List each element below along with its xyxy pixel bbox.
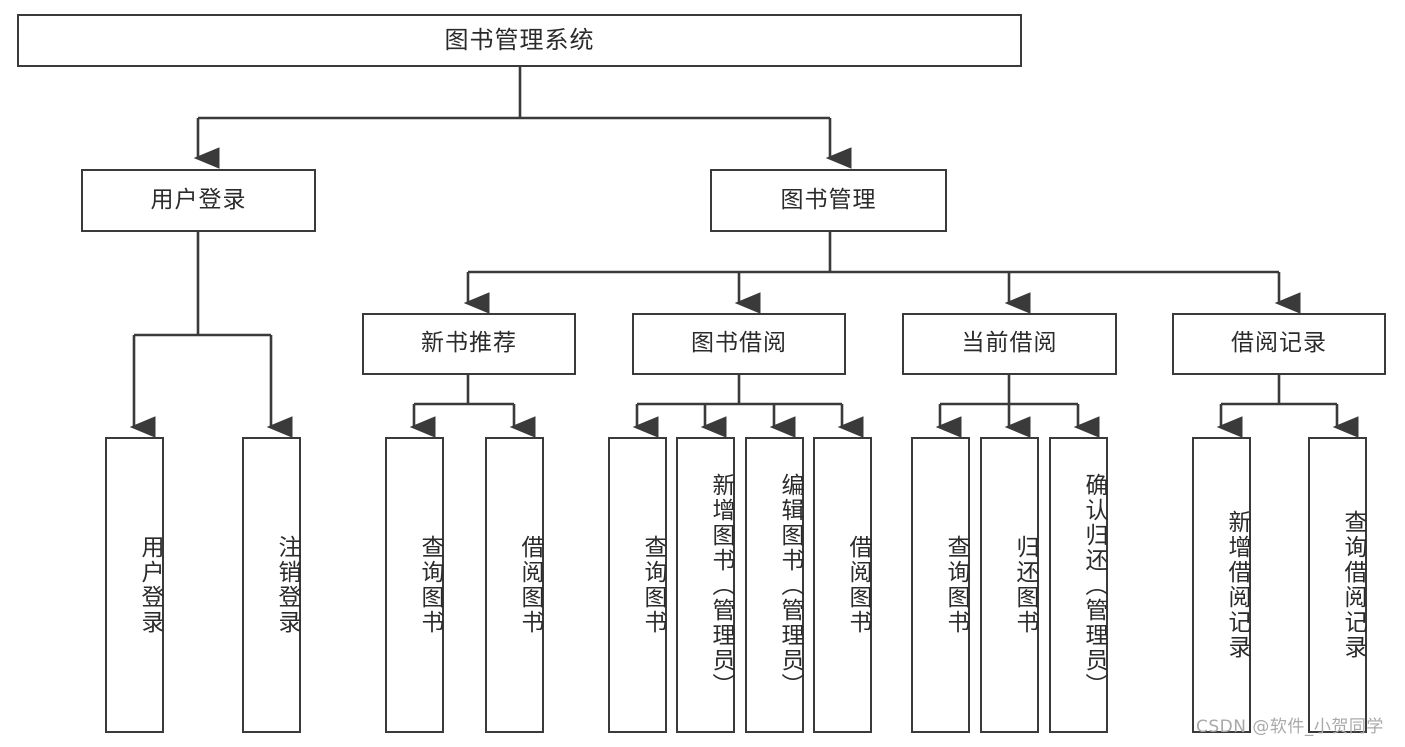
node-label: 借阅记录: [1231, 330, 1327, 357]
node-label: 借阅图书: [517, 535, 543, 635]
node-label: 用户登录: [150, 186, 247, 213]
node-label: 注销登录: [274, 535, 300, 635]
leaf-borrow-add-book-admin[interactable]: 新增图书（管理员）: [676, 437, 735, 733]
node-label: 图书管理系统: [444, 26, 595, 55]
node-label: 新书推荐: [421, 330, 517, 357]
node-label: 用户登录: [137, 535, 163, 635]
leaf-current-query-book[interactable]: 查询图书: [911, 437, 970, 733]
leaf-current-return-book[interactable]: 归还图书: [980, 437, 1039, 733]
leaf-borrow-query-book[interactable]: 查询图书: [608, 437, 667, 733]
node-label: 新增图书（管理员）: [708, 472, 734, 698]
node-label: 归还图书: [1012, 535, 1038, 635]
leaf-borrow-borrow-book[interactable]: 借阅图书: [813, 437, 872, 733]
node-label: 查询图书: [640, 535, 666, 635]
node-label: 编辑图书（管理员）: [777, 472, 803, 698]
leaf-current-confirm-return-admin[interactable]: 确认归还（管理员）: [1049, 437, 1108, 733]
node-user-login[interactable]: 用户登录: [81, 169, 316, 232]
leaf-borrow-edit-book-admin[interactable]: 编辑图书（管理员）: [745, 437, 804, 733]
leaf-record-query-record[interactable]: 查询借阅记录: [1308, 437, 1367, 733]
node-current-borrow[interactable]: 当前借阅: [902, 313, 1117, 375]
node-root-system[interactable]: 图书管理系统: [17, 14, 1022, 67]
node-label: 图书借阅: [691, 330, 787, 357]
leaf-record-add-record[interactable]: 新增借阅记录: [1192, 437, 1251, 733]
node-book-borrow[interactable]: 图书借阅: [632, 313, 846, 375]
node-label: 借阅图书: [845, 535, 871, 635]
node-label: 查询图书: [417, 535, 443, 635]
node-label: 查询借阅记录: [1340, 510, 1366, 660]
leaf-user-login-login[interactable]: 用户登录: [105, 437, 164, 733]
node-label: 确认归还（管理员）: [1081, 472, 1107, 698]
watermark-text: CSDN @软件_小贺同学: [1196, 717, 1384, 737]
node-borrow-record[interactable]: 借阅记录: [1172, 313, 1386, 375]
node-book-management[interactable]: 图书管理: [710, 169, 947, 232]
node-label: 查询图书: [943, 535, 969, 635]
node-new-book-recommend[interactable]: 新书推荐: [362, 313, 576, 375]
node-label: 图书管理: [780, 186, 877, 213]
node-label: 新增借阅记录: [1224, 510, 1250, 660]
leaf-recommend-borrow-book[interactable]: 借阅图书: [485, 437, 544, 733]
leaf-user-login-logout[interactable]: 注销登录: [242, 437, 301, 733]
node-label: 当前借阅: [961, 330, 1058, 357]
leaf-recommend-query-book[interactable]: 查询图书: [385, 437, 444, 733]
